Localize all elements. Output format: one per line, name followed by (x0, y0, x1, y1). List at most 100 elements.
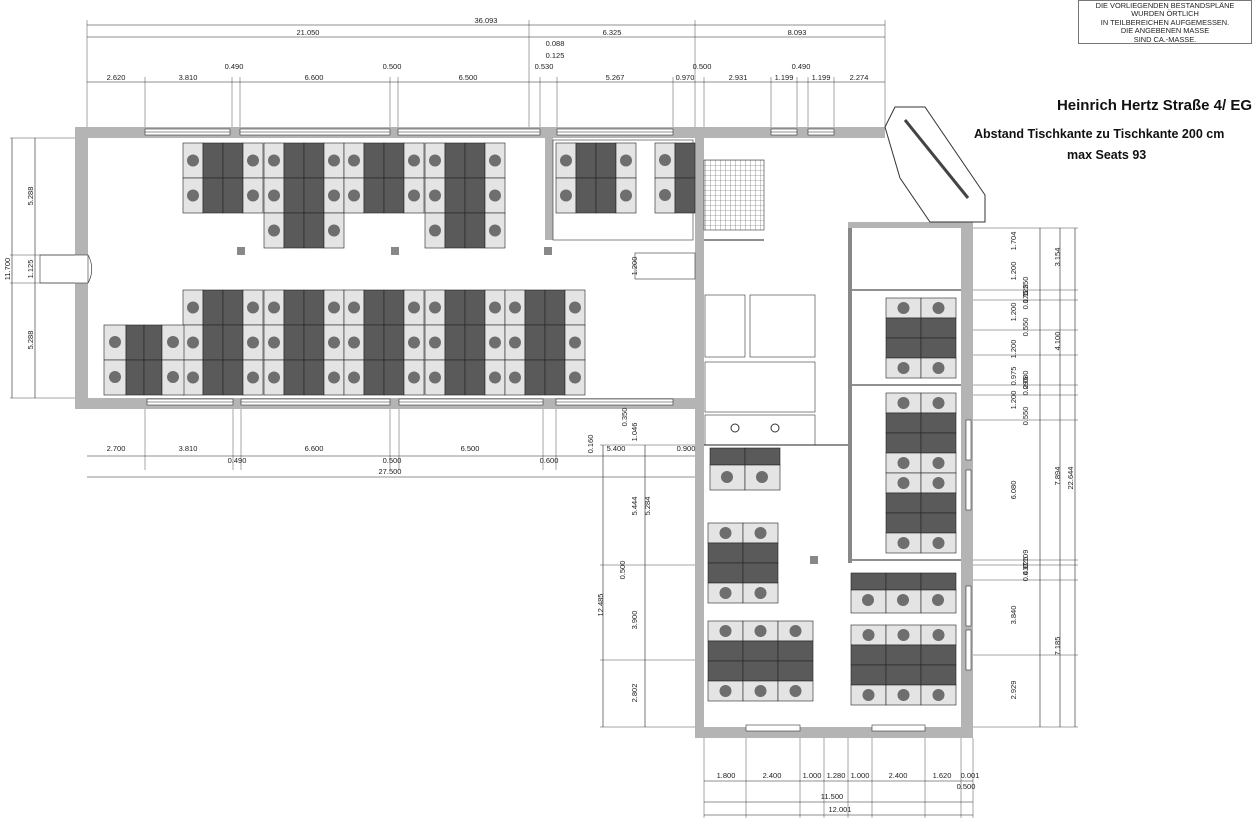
desk (524, 289, 546, 326)
chair (187, 336, 199, 349)
dimension-total: 12.001 (829, 805, 852, 814)
toilet (730, 423, 740, 433)
desk (222, 324, 244, 361)
chair (897, 629, 910, 641)
desk (885, 512, 922, 534)
dimension-label: 3.154 (1053, 248, 1062, 267)
dimension-total: 12.485 (596, 594, 605, 617)
partition (848, 228, 852, 563)
walls (39, 106, 986, 738)
desk (202, 289, 224, 326)
chair (187, 371, 199, 384)
chair (328, 224, 340, 237)
desk (444, 212, 466, 249)
measurement-note: DIE VORLIEGENDEN BESTANDSPLÄNE WURDEN ÖR… (1078, 0, 1252, 44)
chair (659, 189, 671, 201)
glazing (903, 119, 970, 199)
chair (247, 154, 259, 167)
dimension-label: 1.200 (1009, 262, 1018, 281)
dimension-label: 2.620 (107, 73, 126, 82)
desk (444, 142, 466, 179)
chair (187, 301, 199, 314)
chair (569, 336, 581, 349)
chair (569, 371, 581, 384)
dimension-label: 7.894 (1053, 467, 1062, 486)
chair (429, 154, 441, 167)
dimension-label: 6.600 (305, 73, 324, 82)
column (810, 556, 818, 564)
seat-cell (744, 464, 781, 491)
chair (719, 587, 732, 599)
dimension-label: 5.444 (630, 497, 639, 516)
chair (789, 685, 802, 697)
desk (850, 644, 887, 666)
chair (408, 336, 420, 349)
desk (222, 359, 244, 396)
chair (756, 471, 768, 483)
chair (348, 301, 360, 314)
dimension-label: 0.125 (546, 51, 565, 60)
desk (464, 212, 486, 249)
chair (247, 189, 259, 202)
chair (932, 689, 945, 701)
dimension-label: 5.288 (26, 187, 35, 206)
desk (920, 664, 957, 686)
desk (303, 324, 325, 361)
desk (444, 359, 466, 396)
desk (283, 289, 305, 326)
dimension-label: 5.400 (607, 444, 626, 453)
chair (897, 594, 909, 606)
chair (754, 527, 767, 539)
workstations (103, 142, 957, 706)
dimension-label: 0.550 (1021, 407, 1030, 426)
desk (202, 142, 224, 179)
dimension-label: 0.088 (546, 39, 565, 48)
chair (897, 362, 910, 374)
dimension-label: 1.800 (717, 771, 736, 780)
desk (143, 359, 163, 396)
dimension-label: 0.080 (1021, 371, 1030, 390)
desk (544, 359, 566, 396)
window (965, 629, 972, 671)
dimension-label: 1.200 (1009, 340, 1018, 359)
desk (742, 660, 779, 682)
room-wc (704, 361, 816, 413)
desk (707, 640, 744, 662)
desk (920, 337, 957, 359)
desk (222, 289, 244, 326)
desk (383, 324, 405, 361)
dimension-label: 21.050 (297, 28, 320, 37)
window (965, 419, 972, 461)
chair (509, 301, 521, 314)
dimension-label: 0.900 (677, 444, 696, 453)
chair (408, 189, 420, 202)
desk (920, 572, 957, 591)
desk (444, 324, 466, 361)
desk (850, 664, 887, 686)
dimension-label: 0.295 (1021, 377, 1030, 396)
column (237, 247, 245, 255)
dimension-label: 2.274 (850, 73, 869, 82)
desk (283, 212, 305, 249)
dimension-total: 11.700 (3, 258, 12, 280)
chair (932, 302, 945, 314)
chair (109, 371, 121, 383)
chair (247, 371, 259, 384)
dimension-label: 0.001 (961, 771, 980, 780)
dimension-label: 2.931 (729, 73, 748, 82)
desk (709, 447, 746, 466)
chair (932, 397, 945, 409)
chair (328, 301, 340, 314)
dimension-label: 5.288 (26, 331, 35, 350)
door-swing (87, 254, 93, 284)
chair (247, 301, 259, 314)
window (965, 585, 972, 627)
dimension-label: 2.400 (889, 771, 908, 780)
chair (348, 154, 360, 167)
chair (862, 689, 875, 701)
chair (489, 301, 501, 314)
dimension-label: 0.490 (792, 62, 811, 71)
chair (268, 301, 280, 314)
chair (429, 336, 441, 349)
